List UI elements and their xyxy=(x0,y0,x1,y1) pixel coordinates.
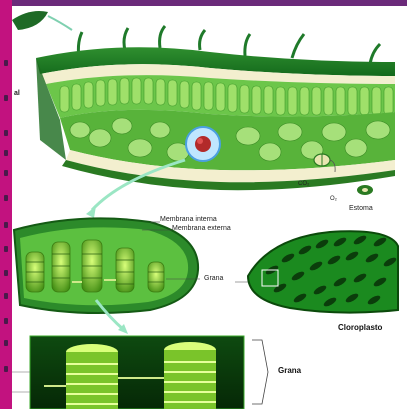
label-o2: O₂ xyxy=(330,196,337,202)
label-co2: CO₂ xyxy=(298,181,309,187)
small-leaf-icon xyxy=(12,11,48,30)
label-grana-small: Grana xyxy=(204,275,223,282)
chloroplast-illustration xyxy=(14,218,264,313)
label-estoma: Estoma xyxy=(349,205,373,212)
cell-illustration xyxy=(248,231,398,312)
label-membrana-interna: Membrana interna xyxy=(160,216,217,223)
granum-closeup-illustration xyxy=(12,336,268,409)
label-left-fragment: al xyxy=(14,90,20,97)
label-cloroplasto: Cloroplasto xyxy=(338,323,382,332)
label-membrana-externa: Membrana externa xyxy=(172,225,231,232)
leaf-cross-section-illustration xyxy=(36,26,395,190)
label-grana-big: Grana xyxy=(278,366,301,375)
